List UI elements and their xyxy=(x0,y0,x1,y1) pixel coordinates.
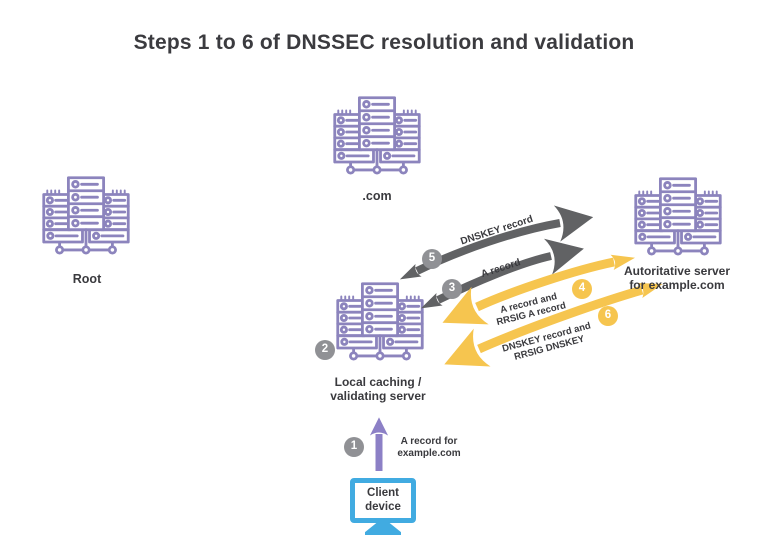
arrow-step6-dnskey-response xyxy=(444,283,663,367)
client-device-monitor-icon: Client device xyxy=(350,478,416,523)
step-2-badge: 2 xyxy=(315,340,335,360)
step-5-badge: 5 xyxy=(422,249,442,269)
step-1-arrow-label: A record for example.com xyxy=(397,436,460,460)
step-1-badge: 1 xyxy=(344,437,364,457)
step-1-arrow-label-line2: example.com xyxy=(397,448,461,459)
client-device-monitor-stand xyxy=(365,522,401,535)
local-server-label: Local caching / validating server xyxy=(297,375,459,404)
diagram-title: Steps 1 to 6 of DNSSEC resolution and va… xyxy=(133,31,635,54)
local-server-label-line2: validating server xyxy=(330,389,426,404)
authoritative-server-label-line1: Autoritative server xyxy=(623,264,731,278)
root-server-label: Root xyxy=(72,272,102,286)
authoritative-server-label-line2: for example.com xyxy=(629,278,725,293)
com-tld-server-label: .com xyxy=(362,189,392,203)
step-6-badge: 6 xyxy=(598,306,618,326)
step-4-badge: 4 xyxy=(572,279,592,299)
step-1-arrow-label-line1: A record for xyxy=(400,436,458,448)
step-3-badge: 3 xyxy=(442,279,462,299)
client-device-label-line1: Client xyxy=(367,487,399,500)
client-device-label-line2: device xyxy=(365,500,401,513)
authoritative-server-label: Autoritative server for example.com xyxy=(596,264,758,293)
client-device-label: Client device xyxy=(365,487,401,513)
local-server-label-line1: Local caching / xyxy=(334,375,422,389)
